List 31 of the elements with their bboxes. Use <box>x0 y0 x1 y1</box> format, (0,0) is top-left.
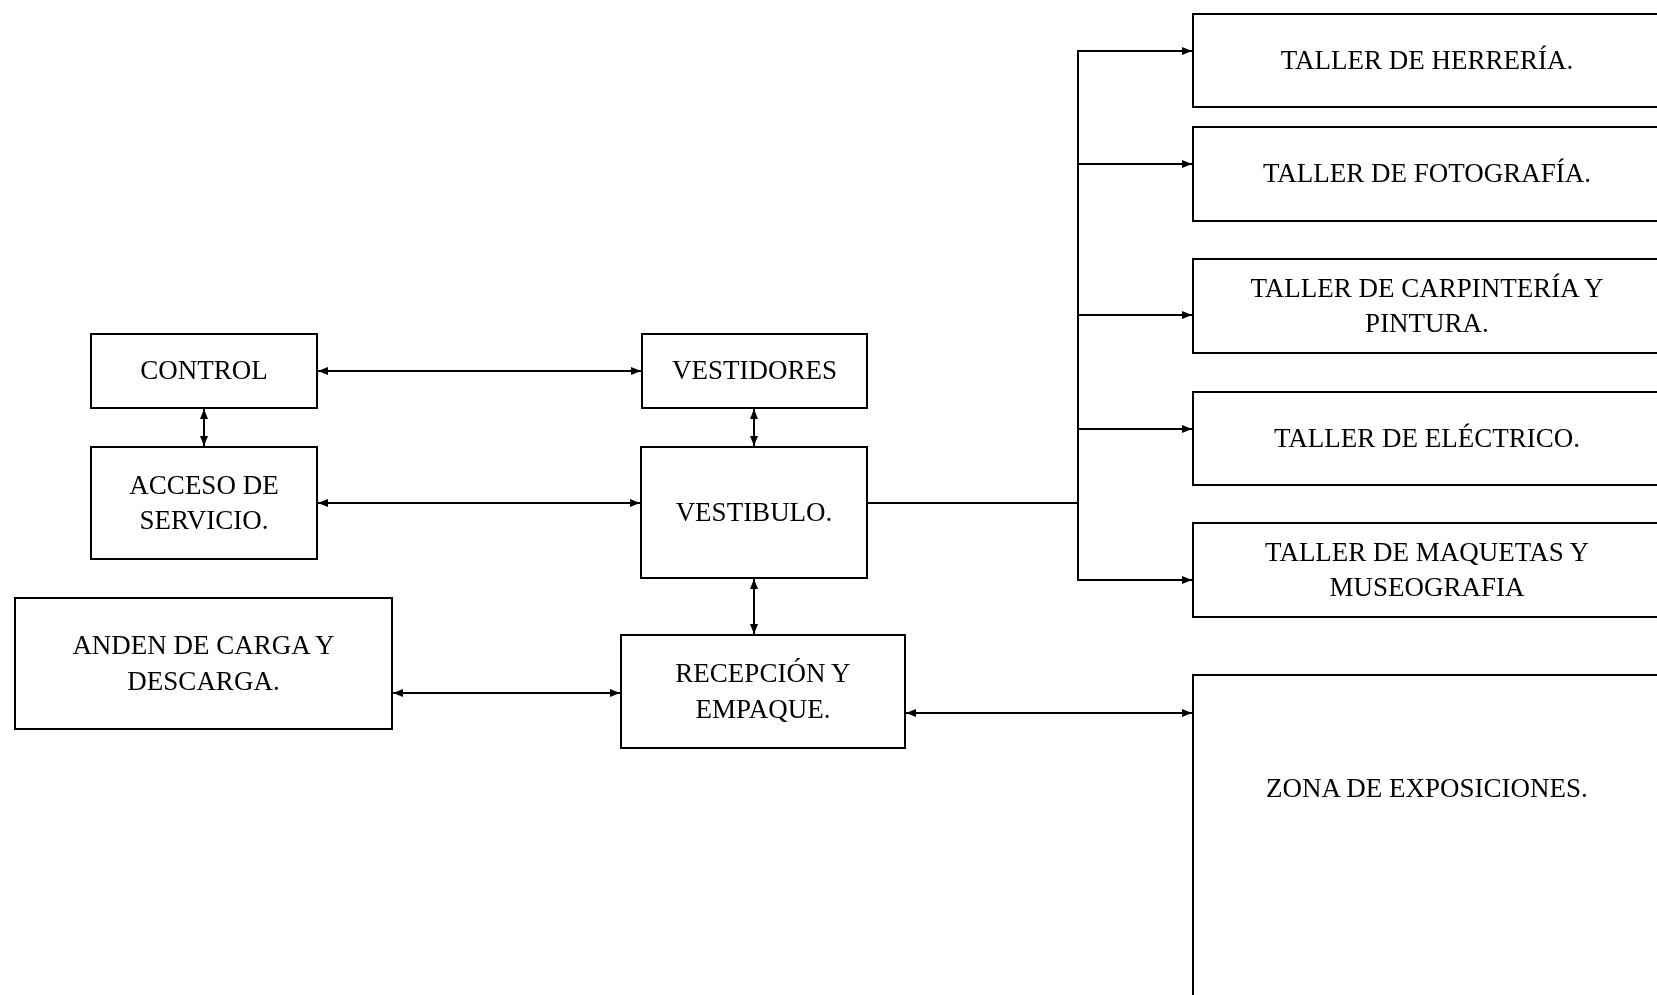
node-label: TALLER DE CARPINTERÍA Y PINTURA. <box>1249 271 1605 340</box>
process-box <box>90 333 318 409</box>
arrow <box>392 689 621 697</box>
arrow <box>750 408 758 447</box>
process-box <box>1192 13 1657 108</box>
node-label: VESTIDORES <box>672 354 837 388</box>
node-label: TALLER DE MAQUETAS Y MUSEOGRAFIA <box>1264 535 1590 604</box>
arrow <box>200 408 208 447</box>
arrow <box>317 367 642 375</box>
process-box <box>1192 391 1657 486</box>
zone-box <box>1192 674 1657 995</box>
arrow <box>750 578 758 635</box>
node-label: CONTROL <box>140 354 268 388</box>
node-label: TALLER DE HERRERÍA. <box>1280 43 1574 77</box>
node-label: TALLER DE FOTOGRAFÍA. <box>1262 157 1592 191</box>
process-box <box>90 446 318 560</box>
node-label: ANDEN DE CARGA Y DESCARGA. <box>71 629 336 698</box>
node-label: ACCESO DE SERVICIO. <box>128 468 280 537</box>
process-box <box>1192 522 1657 618</box>
process-box <box>620 634 906 749</box>
node-label: ZONA DE EXPOSICIONES. <box>1266 772 1588 805</box>
process-box <box>1192 126 1657 222</box>
process-box <box>1192 258 1657 354</box>
process-box <box>641 333 868 409</box>
node-label: TALLER DE ELÉCTRICO. <box>1273 421 1580 455</box>
node-label: RECEPCIÓN Y EMPAQUE. <box>674 657 852 726</box>
arrow <box>905 709 1193 717</box>
node-label: VESTIBULO. <box>675 495 833 529</box>
process-box <box>640 446 868 579</box>
arrow <box>317 499 641 507</box>
process-box <box>14 597 393 730</box>
